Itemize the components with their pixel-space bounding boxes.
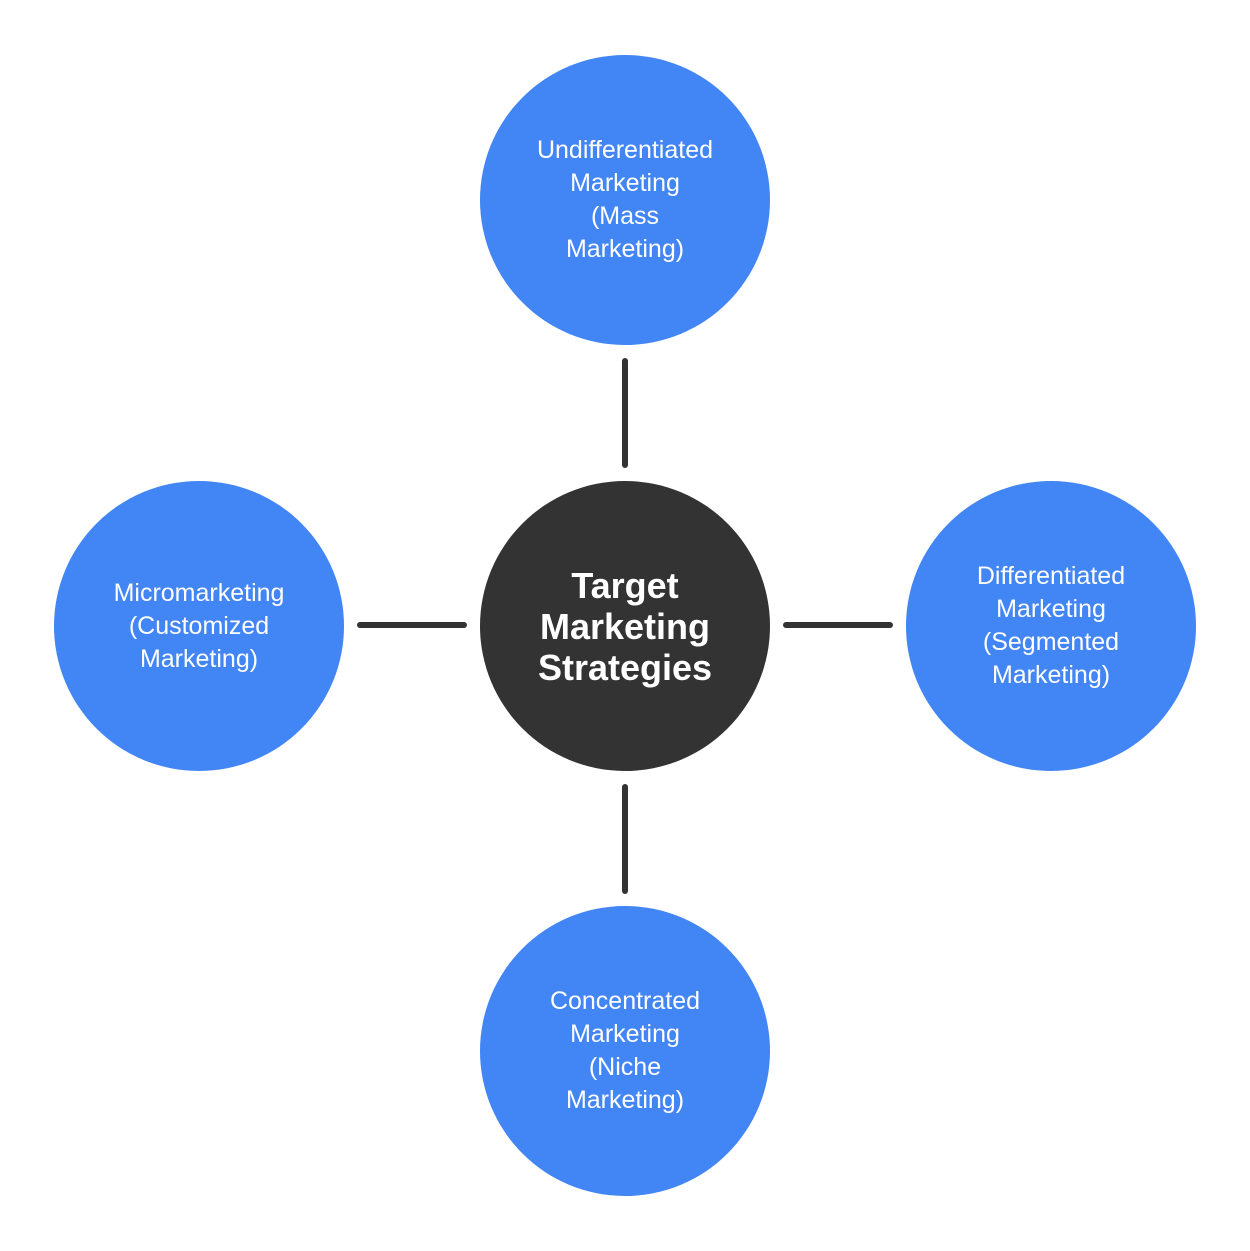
strategy-node-label: Micromarketing (Customized Marketing) [113, 578, 285, 673]
strategy-node-label: Concentrated Marketing (Niche Marketing) [549, 987, 701, 1114]
strategy-node-undifferentiated: Undifferentiated Marketing (Mass Marketi… [480, 55, 770, 345]
center-node: Target Marketing Strategies [480, 481, 770, 771]
strategy-node-label: Differentiated Marketing (Segmented Mark… [976, 562, 1126, 689]
strategy-node-concentrated: Concentrated Marketing (Niche Marketing) [480, 906, 770, 1196]
connector-right [783, 622, 893, 628]
strategy-node-micromarketing: Micromarketing (Customized Marketing) [54, 481, 344, 771]
connector-left [357, 622, 467, 628]
connector-bottom [622, 784, 628, 894]
strategy-node-label: Undifferentiated Marketing (Mass Marketi… [536, 136, 714, 263]
strategy-node-differentiated: Differentiated Marketing (Segmented Mark… [906, 481, 1196, 771]
center-node-label: Target Marketing Strategies [537, 564, 713, 688]
connector-top [622, 358, 628, 468]
